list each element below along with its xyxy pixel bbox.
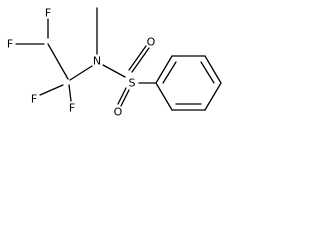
bond-f4-cf2: [68, 84, 72, 102]
ring-inner-bond-2: [200, 61, 215, 84]
ring-bond-1: [155, 82, 173, 111]
bond-f3-cf2: [39, 84, 64, 96]
atom-f3: F: [31, 93, 37, 106]
ring-bond-3: [204, 82, 222, 111]
bond-s-o2-b: [120, 89, 130, 107]
atom-o2: O: [114, 106, 123, 119]
bond-chf-cf2: [47, 43, 69, 80]
bond-s-o1-b: [128, 45, 147, 71]
ring-bond-6: [155, 55, 173, 84]
ring-bond-4: [204, 55, 222, 84]
atom-f1: F: [45, 7, 51, 20]
atom-s: S: [129, 77, 136, 90]
atom-f4: F: [69, 102, 75, 115]
bond-cf2-n: [69, 65, 93, 81]
atom-n: N: [93, 55, 101, 68]
bond-s-o2-a: [117, 87, 127, 105]
bond-s-o1-a: [131, 47, 150, 73]
atom-f2: F: [7, 38, 13, 51]
atom-labels: F F F F N S O O: [7, 7, 156, 119]
bond-n-s: [102, 64, 126, 78]
bonds: [15, 7, 222, 111]
atom-o1: O: [147, 36, 156, 49]
chemical-structure: F F F F N S O O: [7, 7, 222, 119]
ring-inner-bond-3: [162, 61, 177, 84]
